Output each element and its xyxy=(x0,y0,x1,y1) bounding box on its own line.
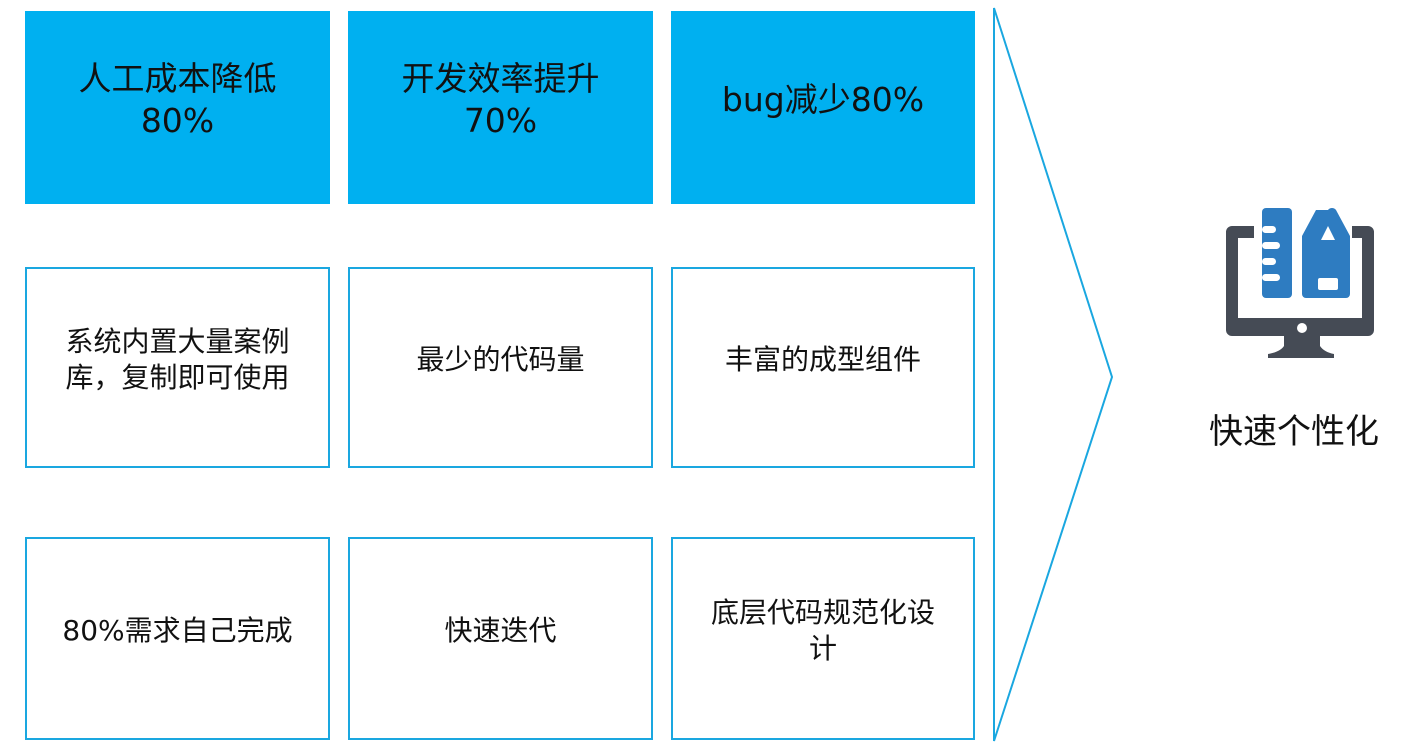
box-text: 开发效率提升 xyxy=(401,58,600,98)
result-label: 快速个性化 xyxy=(1209,412,1379,452)
box-text: 最少的代码量 xyxy=(416,342,585,376)
feature-box-case-library: 系统内置大量案例库，复制即可使用 xyxy=(25,267,330,468)
box-text: 计 xyxy=(808,631,837,665)
feature-box-fast-iteration: 快速迭代 xyxy=(348,537,653,740)
feature-box-self-service: 80%需求自己完成 xyxy=(25,537,330,740)
box-text: 底层代码规范化设 xyxy=(710,595,935,629)
monitor-ruler-pencil-icon xyxy=(1226,208,1374,358)
box-text: bug减少80% xyxy=(721,79,925,119)
feature-box-least-code: 最少的代码量 xyxy=(348,267,653,468)
feature-box-standard-code: 底层代码规范化设计 xyxy=(671,537,975,740)
benefit-box-bugs: bug减少80% xyxy=(671,11,975,204)
feature-box-components: 丰富的成型组件 xyxy=(671,267,975,468)
box-text: 80% xyxy=(140,100,215,140)
box-text: 丰富的成型组件 xyxy=(724,342,921,376)
box-text: 80%需求自己完成 xyxy=(62,613,293,647)
box-text: 人工成本降低 xyxy=(78,58,277,98)
box-text: 70% xyxy=(463,100,538,140)
box-text: 库，复制即可使用 xyxy=(65,360,290,394)
box-text: 系统内置大量案例 xyxy=(65,324,290,358)
box-text: 快速迭代 xyxy=(444,613,557,647)
